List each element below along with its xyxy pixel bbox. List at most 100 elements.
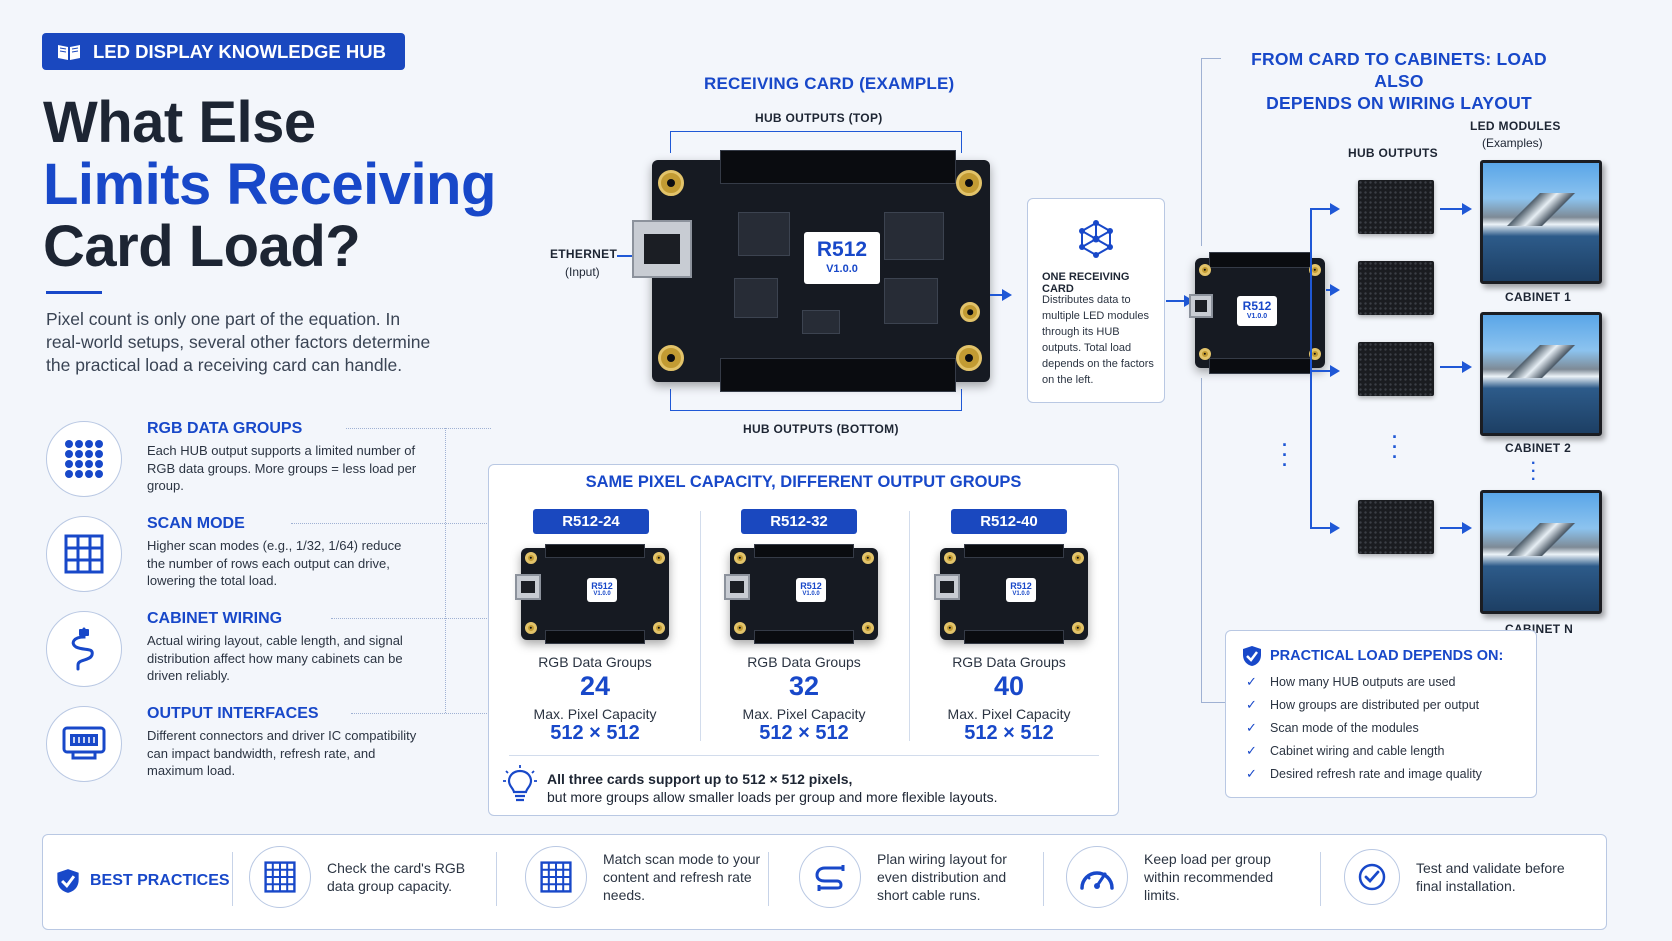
practical-title: PRACTICAL LOAD DEPENDS ON:: [1270, 648, 1504, 664]
mini-card-label: R512 V1.0.0: [1237, 296, 1277, 326]
check-icon: ✓: [1246, 766, 1257, 781]
one-card-title: ONE RECEIVING CARD: [1042, 271, 1130, 295]
best-practices-title: BEST PRACTICES: [90, 872, 230, 889]
factor-title: SCAN MODE: [147, 515, 245, 532]
book-icon: [58, 44, 80, 60]
mount-hole: [944, 552, 956, 564]
chip: [734, 278, 778, 318]
best-practice-item: Keep load per group within recommended l…: [1066, 838, 1304, 916]
lightbulb-icon: [503, 765, 537, 802]
divider: [331, 618, 491, 619]
arrow-head: [1462, 522, 1472, 534]
separator: [768, 852, 769, 906]
mini-card-model: R512: [1242, 299, 1272, 313]
practical-item: ✓Desired refresh rate and image quality: [1246, 766, 1482, 781]
ethernet-port: [934, 574, 960, 600]
separator: [232, 852, 233, 906]
chip: [884, 212, 944, 260]
mount-hole: [653, 622, 665, 634]
grid-icon: [64, 534, 104, 574]
arrow-head: [1330, 284, 1340, 296]
chip: [738, 212, 790, 256]
mount-hole: [1199, 348, 1211, 360]
hub-bottom-bracket: [670, 389, 962, 411]
wiring-title: FROM CARD TO CABINETS: LOAD ALSO DEPENDS…: [1234, 48, 1564, 114]
divider: [351, 713, 491, 714]
practical-load-panel: PRACTICAL LOAD DEPENDS ON:: [1225, 630, 1537, 798]
arrow-line: [1166, 300, 1186, 302]
mount-hole: [525, 552, 537, 564]
hub-bottom-label: HUB OUTPUTS (BOTTOM): [743, 422, 899, 436]
best-practice-text: Keep load per group within recommended l…: [1144, 851, 1274, 903]
model-tag-r512-40: R512-40: [951, 509, 1067, 534]
bottom-hub-connectors: [1209, 358, 1311, 374]
groups-value: 32: [788, 671, 820, 701]
hub-top-label: HUB OUTPUTS (TOP): [755, 111, 883, 125]
check-icon: ✓: [1246, 674, 1257, 689]
check-icon: ✓: [1246, 743, 1257, 758]
ellipsis-vertical: ···: [1531, 455, 1537, 488]
cabinet-1-label: CABINET 1: [1505, 290, 1572, 304]
best-practice-item: Test and validate before final installat…: [1344, 838, 1576, 916]
cabinet-1-image: [1480, 160, 1602, 284]
factor-icon-circle: [46, 706, 122, 782]
mount-hole: [960, 302, 980, 322]
card-model-label: R512 V1.0.0: [804, 232, 880, 284]
hub-outputs-label: HUB OUTPUTS: [1348, 146, 1438, 160]
branch: [1326, 289, 1332, 291]
card-model: R512: [816, 238, 868, 261]
factor-title: CABINET WIRING: [147, 610, 283, 627]
hub-top-bracket: [670, 131, 962, 153]
title-line-2: Limits Receiving: [43, 152, 496, 217]
wiring-frame-bottom: [1201, 702, 1225, 703]
comparison-title: SAME PIXEL CAPACITY, DIFFERENT OUTPUT GR…: [585, 473, 1022, 491]
check-icon: ✓: [1246, 697, 1257, 712]
cabinet-2-label: CABINET 2: [1505, 441, 1572, 455]
hub-badge-label: LED DISPLAY KNOWLEDGE HUB: [93, 40, 386, 62]
wiring-frame-top: [1201, 58, 1221, 59]
chip: [802, 310, 840, 334]
mount-hole: [956, 170, 982, 196]
comparison-note-bold: All three cards support up to 512 × 512 …: [547, 771, 853, 787]
factor-title: OUTPUT INTERFACES: [147, 705, 319, 722]
mount-hole: [956, 345, 982, 371]
best-practice-icon-circle: [1344, 849, 1400, 905]
separator: [1043, 852, 1044, 906]
branch: [1310, 208, 1332, 210]
intro-text: Pixel count is only one part of the equa…: [46, 309, 431, 375]
mount-hole: [658, 170, 684, 196]
bottom-hub-connectors: [964, 630, 1064, 644]
one-card-desc: Distributes data to multiple LED modules…: [1042, 294, 1154, 386]
model-tag-r512-24: R512-24: [533, 509, 649, 534]
cabinet-n-image: [1480, 490, 1602, 614]
groups-label: RGB Data Groups: [538, 654, 652, 670]
hub-output-module: [1358, 261, 1434, 315]
bottom-hub-connectors: [720, 358, 956, 392]
check-icon: ✓: [1246, 720, 1257, 735]
factor-output-interfaces: OUTPUT INTERFACES Different connectors a…: [46, 703, 491, 791]
column-divider: [700, 511, 701, 741]
mount-hole: [944, 622, 956, 634]
mount-hole: [1072, 622, 1084, 634]
arrow-head: [1330, 522, 1340, 534]
mount-hole: [1072, 552, 1084, 564]
wiring-title-line-2: DEPENDS ON WIRING LAYOUT: [1266, 93, 1532, 113]
bottom-hub-connectors: [545, 630, 645, 644]
best-practice-icon-circle: [1066, 846, 1128, 908]
hub-badge: LED DISPLAY KNOWLEDGE HUB: [42, 33, 405, 70]
arrow-line: [1440, 366, 1464, 368]
chip: [884, 278, 938, 324]
wiring-title-line-1: FROM CARD TO CABINETS: LOAD ALSO: [1251, 49, 1547, 91]
best-practice-icon-circle: [799, 846, 861, 908]
ethernet-port: [724, 574, 750, 600]
factor-rgb-data-groups: RGB DATA GROUPS Each HUB output supports…: [46, 418, 491, 506]
separator: [496, 852, 497, 906]
receiving-card-title: RECEIVING CARD (EXAMPLE): [704, 74, 955, 93]
practical-item: ✓Cabinet wiring and cable length: [1246, 743, 1445, 758]
best-practice-text: Plan wiring layout for even distribution…: [877, 851, 1007, 903]
practical-item: ✓Scan mode of the modules: [1246, 720, 1419, 735]
gauge-icon: [1080, 871, 1114, 890]
